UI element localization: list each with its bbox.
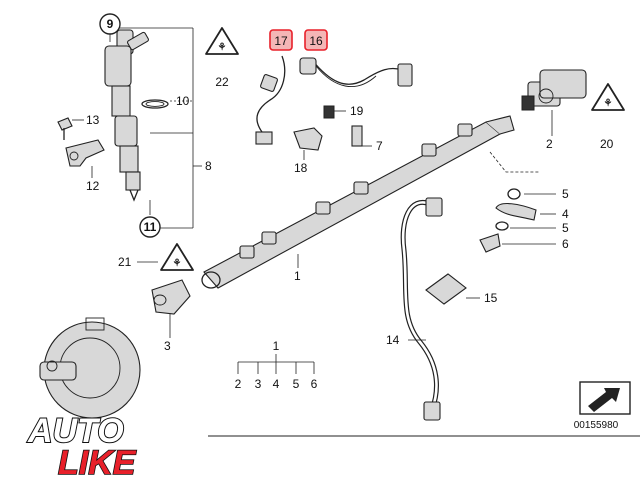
legend-child: 5 (293, 377, 300, 391)
svg-text:⚘: ⚘ (173, 258, 182, 269)
diagram-number: 00155980 (574, 420, 619, 431)
brand-logo: AUTO LIKE (26, 411, 138, 480)
legend-child: 6 (311, 377, 318, 391)
callout-17-box (269, 29, 293, 51)
callout-15: 15 (484, 291, 498, 305)
callout-18: 18 (294, 161, 308, 175)
callout-11: 11 (144, 220, 157, 234)
sensor-drawing (151, 279, 191, 315)
legend-root: 1 (273, 339, 280, 353)
brand-text-like: LIKE (58, 444, 137, 480)
svg-text:⚘: ⚘ (604, 98, 613, 109)
warning-triangle-icon: ⚘ (591, 83, 625, 111)
wiring-harness-drawing (255, 55, 413, 145)
callout-22: 22 (215, 75, 229, 89)
callout-4: 4 (562, 207, 569, 221)
callout-9: 9 (107, 17, 114, 31)
pressure-line-drawing (400, 197, 443, 421)
sleeve-drawing (425, 273, 467, 305)
callout-19: 19 (350, 104, 364, 118)
callout-16-box (304, 29, 328, 51)
warning-triangle-icon: ⚘ (160, 243, 194, 271)
callout-9-circle (99, 13, 121, 35)
callout-5-top: 5 (562, 187, 569, 201)
pressure-sensor-drawing (521, 69, 587, 111)
fittings-drawing (479, 188, 537, 253)
callout-17: 17 (274, 34, 288, 48)
callout-16: 16 (309, 34, 323, 48)
pointer-arrow-icon (579, 381, 631, 415)
legend-child: 4 (273, 377, 280, 391)
callout-2: 2 (546, 137, 553, 151)
callout-1: 1 (294, 269, 301, 283)
clip-drawing (293, 105, 363, 151)
callout-5-bottom: 5 (562, 221, 569, 235)
callout-3: 3 (164, 339, 171, 353)
pump-drawing (39, 317, 141, 419)
callout-8: 8 (205, 159, 212, 173)
callout-12: 12 (86, 179, 100, 193)
callout-6: 6 (562, 237, 569, 251)
callout-20: 20 (600, 137, 614, 151)
callout-7: 7 (376, 139, 383, 153)
injector-drawing (104, 29, 169, 202)
callout-10: 10 (176, 94, 190, 108)
fuel-rail-drawing (201, 115, 515, 289)
warning-triangle-icon: ⚘ (205, 27, 239, 55)
brand-text-auto: AUTO (27, 412, 124, 450)
callout-11-circle (139, 216, 161, 238)
callout-21: 21 (118, 255, 132, 269)
callout-13: 13 (86, 113, 100, 127)
legend-tree: 1 2 3 4 5 6 (235, 339, 318, 391)
legend-child: 3 (255, 377, 262, 391)
svg-text:⚘: ⚘ (218, 42, 227, 53)
legend-child: 2 (235, 377, 242, 391)
clamp-drawing (57, 117, 105, 167)
callout-14: 14 (386, 333, 400, 347)
